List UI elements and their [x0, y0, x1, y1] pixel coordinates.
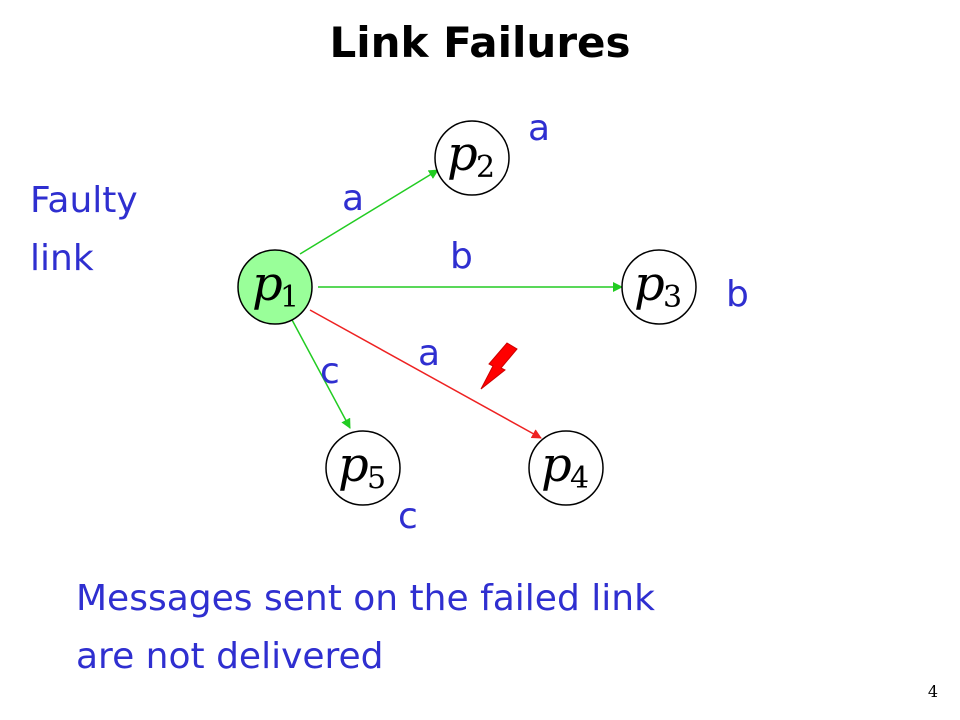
link-p1-p4-failed	[309, 309, 542, 439]
node-p5-sub: 5	[367, 461, 386, 496]
message-label-p1-p4: a	[418, 333, 440, 374]
page-number: 4	[927, 682, 938, 701]
node-p2: p 2	[434, 120, 510, 196]
node-p3-sub: 3	[663, 280, 682, 315]
message-label-p1-p2: a	[342, 178, 364, 219]
message-label-p1-p3: b	[450, 236, 473, 277]
received-label-p5: c	[398, 496, 418, 537]
node-p5: p 5	[325, 430, 401, 506]
node-p3: p 3	[621, 249, 697, 325]
caption-line2: are not delivered	[76, 636, 384, 677]
faulty-link-label-line2: link	[30, 238, 94, 279]
faulty-link-label: Faulty link	[30, 172, 138, 288]
message-label-p1-p5: c	[320, 351, 340, 392]
received-label-p3: b	[726, 274, 749, 315]
lightning-icon	[480, 342, 518, 390]
node-p3-letter: p	[634, 256, 665, 312]
node-p2-sub: 2	[476, 150, 495, 185]
node-p5-letter: p	[338, 437, 369, 493]
node-p4: p 4	[528, 430, 604, 506]
caption: Messages sent on the failed link are not…	[76, 570, 655, 686]
slide-title: Link Failures	[329, 18, 631, 67]
link-p1-p5	[290, 317, 351, 429]
node-p4-sub: 4	[570, 461, 589, 496]
node-p2-letter: p	[447, 126, 478, 182]
link-p1-p2	[299, 169, 439, 255]
node-p4-letter: p	[541, 437, 572, 493]
node-p1-sub: 1	[280, 280, 299, 315]
caption-line1: Messages sent on the failed link	[76, 578, 655, 619]
received-label-p2: a	[528, 108, 550, 149]
faulty-link-label-line1: Faulty	[30, 180, 138, 221]
node-p1: p 1	[237, 249, 313, 325]
node-p1-letter: p	[252, 256, 283, 312]
